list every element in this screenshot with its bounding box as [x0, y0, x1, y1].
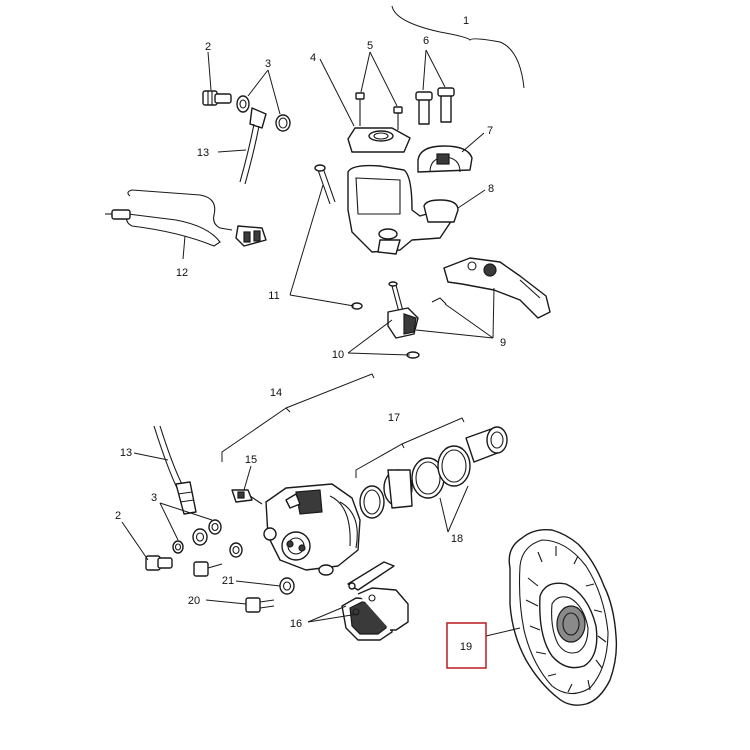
callout-9: 9	[500, 337, 506, 349]
callout-13: 13	[197, 147, 209, 159]
callout-19: 19	[460, 641, 472, 653]
callout-7: 7	[487, 125, 493, 137]
callout-10: 10	[332, 349, 344, 361]
bolt-20	[245, 597, 275, 613]
assembly-1-bracket	[391, 5, 525, 89]
callout-16: 16	[290, 618, 302, 630]
callout-18: 18	[451, 533, 463, 545]
crush-washers-bottom	[172, 519, 222, 554]
brake-pads	[341, 587, 409, 641]
callout-14: 14	[270, 387, 282, 399]
pushrod-boot	[387, 281, 447, 359]
callout-6: 6	[423, 35, 429, 47]
brake-caliper	[263, 483, 361, 576]
callout-1: 1	[463, 15, 469, 27]
callout-11: 11	[268, 290, 279, 302]
pivot-pin	[314, 164, 363, 310]
bleeder-valve	[231, 489, 263, 505]
banjo-bolt-bottom	[145, 555, 173, 571]
callout-15: 15	[245, 454, 257, 466]
cap-screws	[355, 92, 403, 130]
handlebar-clamp	[417, 145, 473, 173]
clamp-bolts	[415, 87, 455, 125]
callout-12: 12	[176, 267, 188, 279]
callout-19-highlight-box	[446, 622, 487, 669]
brake-lever	[443, 257, 551, 319]
brake-line-top	[239, 107, 267, 185]
callout-13-lower: 13	[120, 447, 132, 459]
master-cylinder-body	[347, 164, 459, 255]
callout-3: 3	[265, 58, 271, 70]
leaders-top	[182, 49, 495, 356]
brake-disc	[508, 528, 618, 706]
brake-switch-harness	[105, 189, 267, 247]
brake-line-bottom	[153, 425, 197, 515]
leaders-bottom	[121, 452, 521, 637]
callout-2-lower: 2	[115, 510, 121, 522]
caliper-mount-bolt	[193, 542, 243, 577]
callout-17: 17	[388, 412, 400, 424]
reservoir-cap	[347, 127, 411, 153]
callout-3-lower: 3	[151, 492, 157, 504]
callout-4: 4	[310, 52, 316, 64]
pad-spring	[347, 561, 395, 591]
assembly-14-bracket	[221, 373, 375, 462]
callout-21: 21	[222, 575, 234, 587]
piston-and-seals	[359, 426, 508, 519]
washer-21	[279, 577, 295, 595]
callout-2: 2	[205, 41, 211, 53]
assembly-17-bracket	[355, 417, 465, 478]
banjo-bolt-top	[202, 90, 232, 106]
callout-8: 8	[488, 183, 494, 195]
callout-20: 20	[188, 595, 200, 607]
callout-5: 5	[367, 40, 373, 52]
crush-washers-top	[236, 95, 291, 132]
